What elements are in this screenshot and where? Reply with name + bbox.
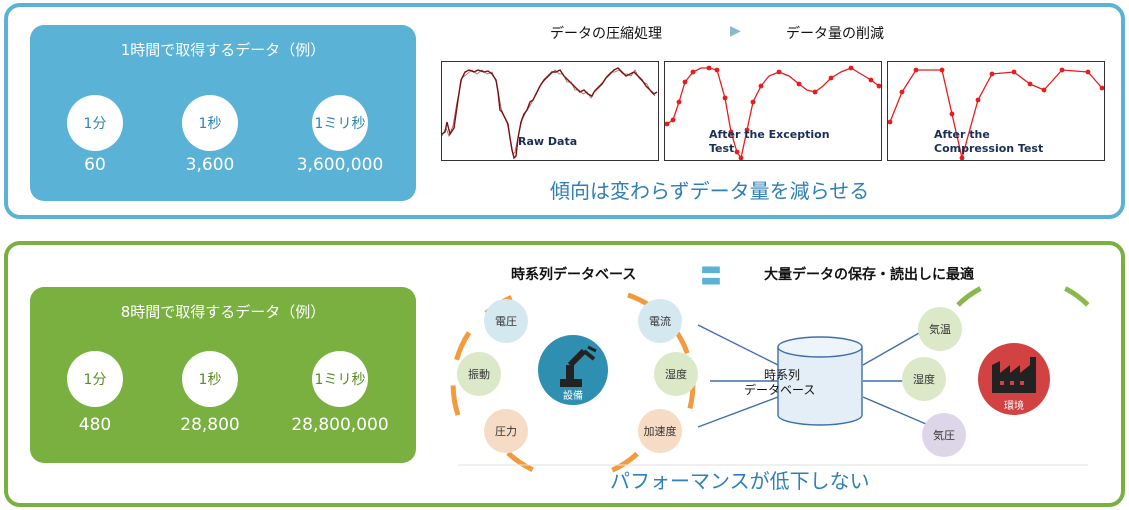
data-per-hour-box: 1時間で取得するデータ（例） 1分 1秒 1ミリ秒 60 3,600 3,600… xyxy=(30,25,416,201)
unit-millisecond: 1ミリ秒 xyxy=(312,351,368,407)
compression-test-chart xyxy=(888,67,1104,160)
unit-millisecond: 1ミリ秒 xyxy=(312,95,368,151)
unit-second: 1秒 xyxy=(182,95,238,151)
value-second: 3,600 xyxy=(185,155,235,175)
bottom-panel: 8時間で取得するデータ（例） 1分 1秒 1ミリ秒 480 28,800 28,… xyxy=(4,241,1125,507)
top-panel: 1時間で取得するデータ（例） 1分 1秒 1ミリ秒 60 3,600 3,600… xyxy=(4,3,1125,219)
unit-minute: 1分 xyxy=(67,95,123,151)
value-millisecond: 28,800,000 xyxy=(291,415,389,435)
box-title: 1時間で取得するデータ（例） xyxy=(120,41,326,59)
node-temperature: 気温 xyxy=(918,307,962,351)
node-acceleration: 加速度 xyxy=(638,409,682,453)
node-humidity: 湿度 xyxy=(654,352,698,396)
database-icon xyxy=(777,336,863,426)
robot-arm-icon xyxy=(560,345,597,387)
bottom-arc xyxy=(506,451,640,475)
node-air-pressure: 気圧 xyxy=(922,413,966,457)
top-caption: 傾向は変わらずデータ量を減らせる xyxy=(550,179,870,203)
header-compression: データの圧縮処理 xyxy=(550,26,662,42)
raw-data-chart xyxy=(442,67,658,160)
exception-test-chart xyxy=(665,65,881,160)
equipment-icon: 設備 xyxy=(538,335,608,405)
arrow-icon: ▶ xyxy=(730,23,741,39)
node-voltage: 電圧 xyxy=(484,299,528,343)
node-vibration: 振動 xyxy=(457,352,501,396)
header-storage: 大量データの保存・読出しに最適 xyxy=(764,267,974,283)
equals-icon: 〓 xyxy=(700,265,723,290)
node-env-humidity: 湿度 xyxy=(902,357,946,401)
db-label-1: 時系列 xyxy=(764,368,801,382)
compression-label-1: After the xyxy=(934,128,990,141)
factory-icon xyxy=(992,357,1036,393)
exception-label-2: Test xyxy=(709,142,735,155)
value-second: 28,800 xyxy=(180,415,240,435)
compression-label-2: Compression Test xyxy=(934,142,1044,155)
exception-test-plot: After the Exception Test xyxy=(664,61,882,161)
value-minute: 60 xyxy=(84,155,106,175)
tsdb-diagram xyxy=(450,285,1098,475)
node-current: 電流 xyxy=(638,299,682,343)
bottom-caption: パフォーマンスが低下しない xyxy=(610,469,870,493)
header-tsdb: 時系列データベース xyxy=(511,267,637,283)
environment-icon: 環境 xyxy=(978,343,1050,415)
value-minute: 480 xyxy=(78,415,112,435)
header-reduction: データ量の削減 xyxy=(786,26,884,42)
db-label-2: データベース xyxy=(744,383,816,397)
raw-data-plot: Raw Data xyxy=(441,61,659,161)
unit-second: 1秒 xyxy=(182,351,238,407)
node-pressure: 圧力 xyxy=(484,409,528,453)
unit-minute: 1分 xyxy=(67,351,123,407)
box-title: 8時間で取得するデータ（例） xyxy=(120,303,326,321)
environment-label: 環境 xyxy=(1004,401,1024,412)
equipment-label: 設備 xyxy=(563,391,583,402)
raw-data-label: Raw Data xyxy=(518,135,578,148)
data-per-8hours-box: 8時間で取得するデータ（例） 1分 1秒 1ミリ秒 480 28,800 28,… xyxy=(30,287,416,463)
exception-label-1: After the Exception xyxy=(709,128,830,141)
compression-test-plot: After the Compression Test xyxy=(887,61,1105,161)
value-millisecond: 3,600,000 xyxy=(296,155,384,175)
